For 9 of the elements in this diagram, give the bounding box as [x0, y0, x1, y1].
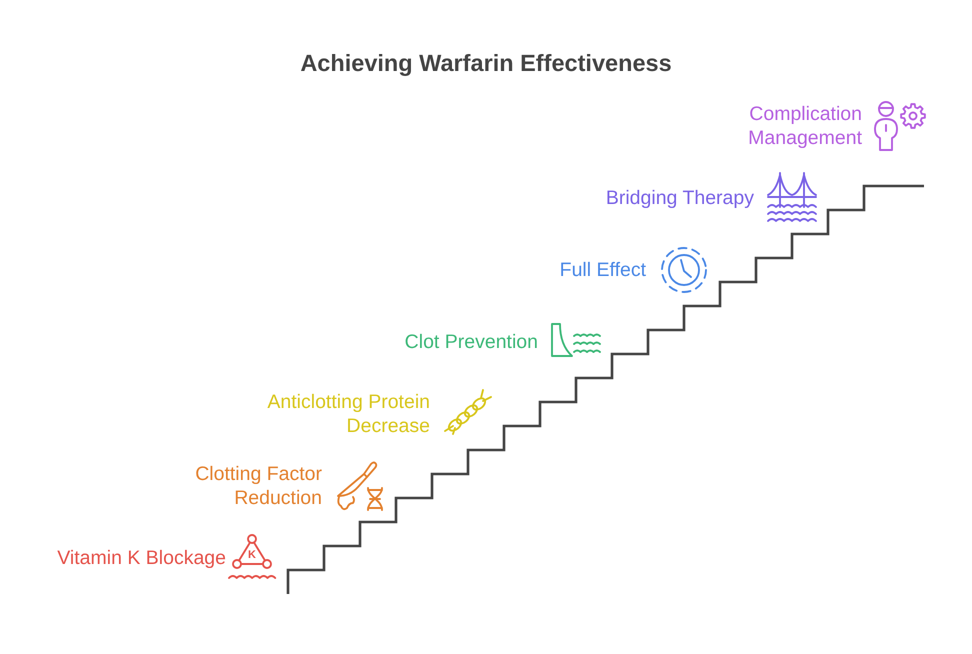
- step-label: Anticlotting Protein Decrease: [250, 390, 430, 438]
- step-label: Clot Prevention: [404, 330, 538, 354]
- step-label: Full Effect: [560, 258, 646, 282]
- step-label: Clotting Factor Reduction: [180, 462, 322, 510]
- step-label: Vitamin K Blockage: [57, 546, 226, 570]
- title: Achieving Warfarin Effectiveness: [299, 49, 673, 78]
- step-label: Bridging Therapy: [606, 186, 754, 210]
- step-label: Complication Management: [738, 102, 862, 150]
- icon-letter: K: [247, 549, 257, 561]
